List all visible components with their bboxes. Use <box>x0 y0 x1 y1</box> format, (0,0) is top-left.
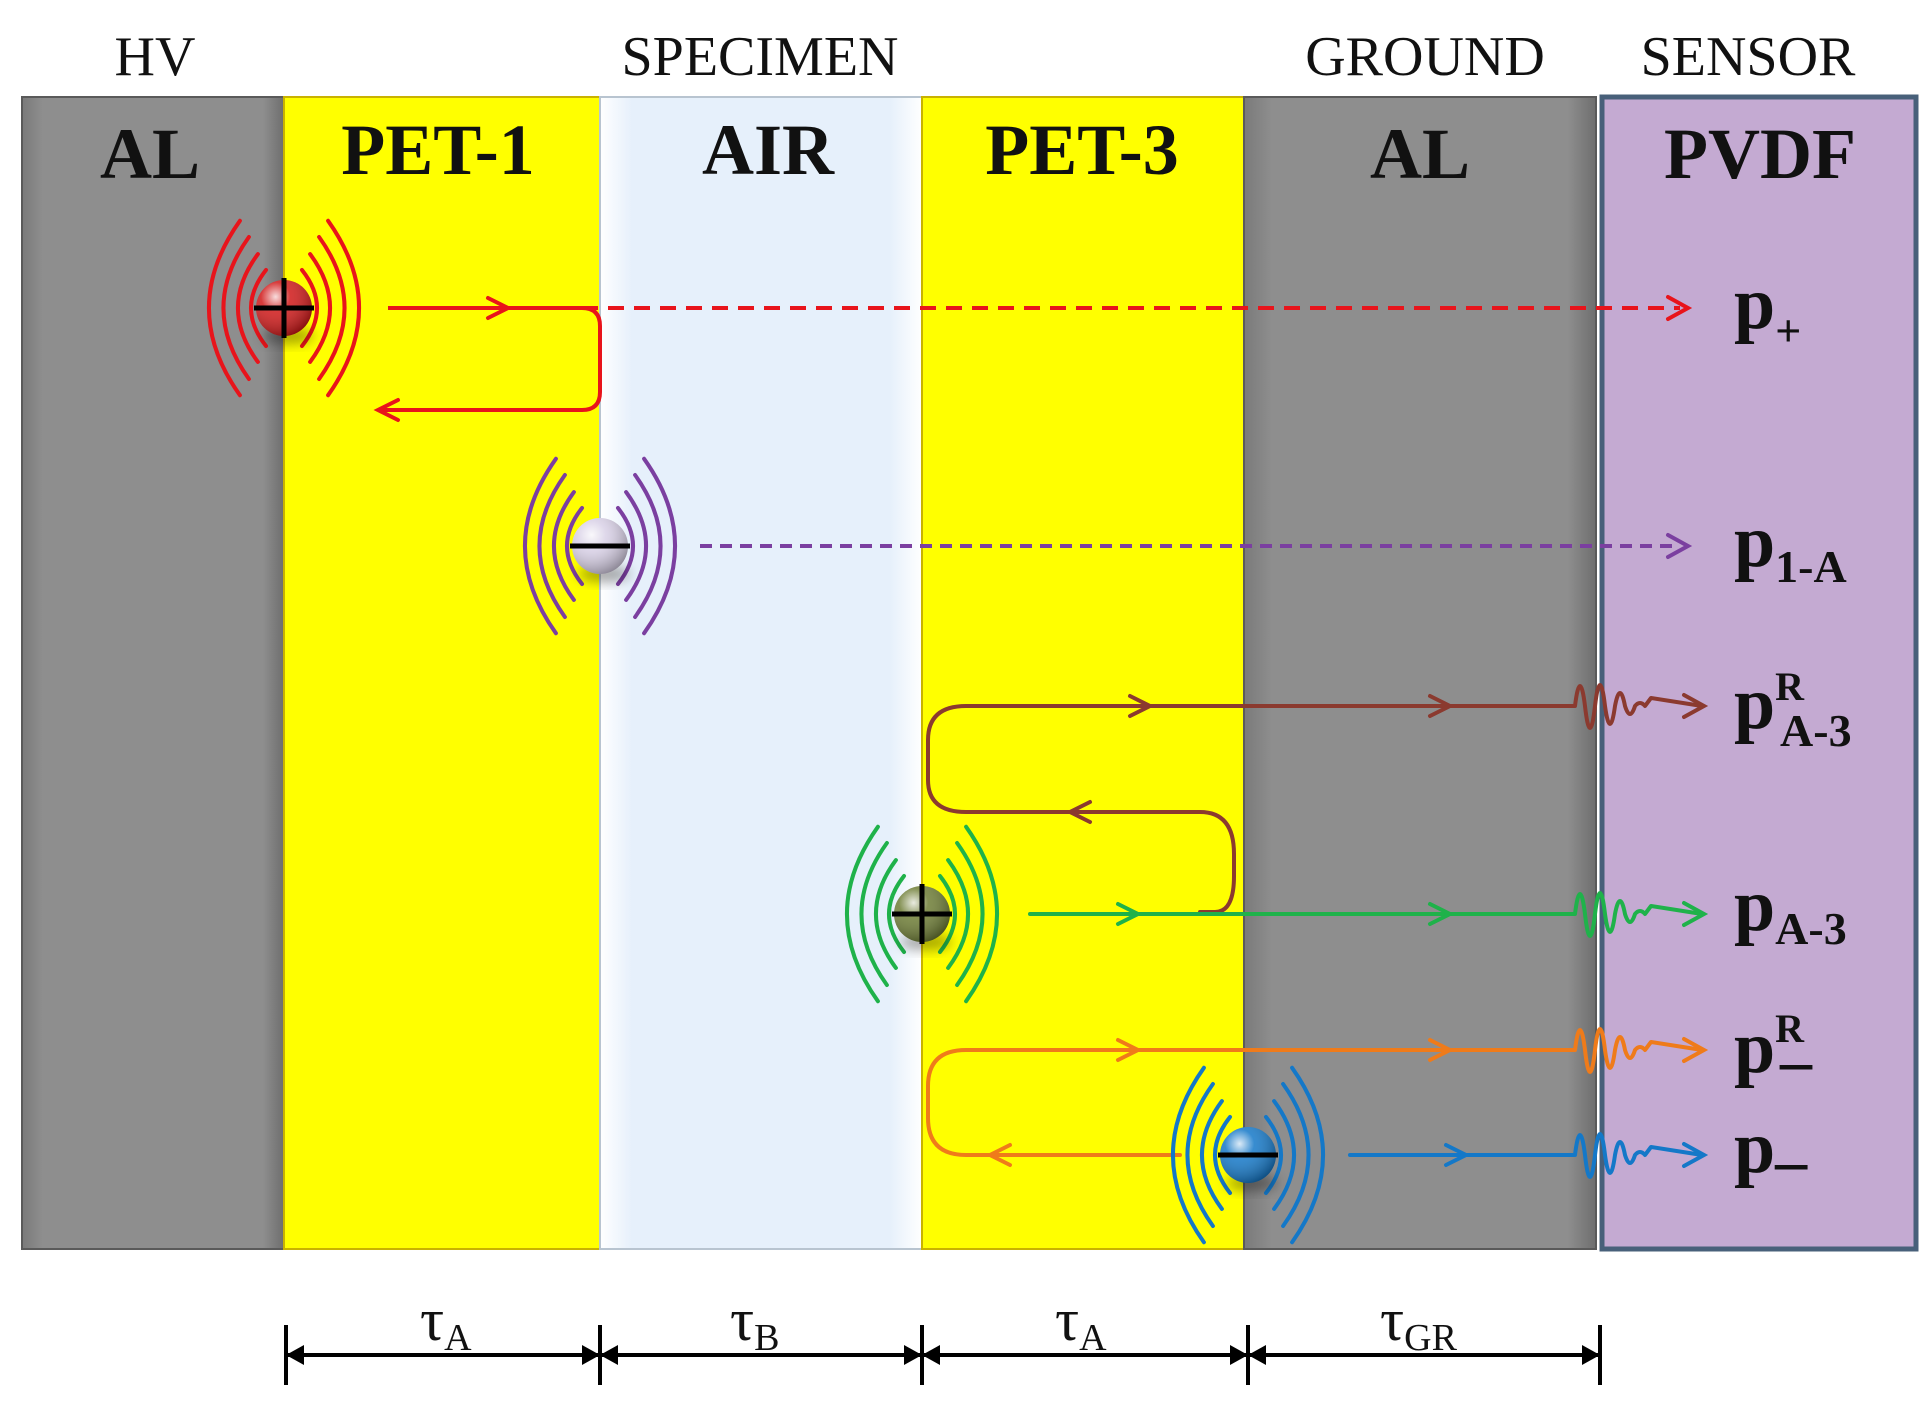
label-hv: HV <box>115 26 196 88</box>
layer-label-pet-3: PET-3 <box>985 110 1178 190</box>
signal-label-p-plus: p+ <box>1734 263 1801 356</box>
layer-air <box>599 96 923 1250</box>
wave-arc <box>1272 1099 1297 1211</box>
path-p-r-minus <box>926 1038 1542 1167</box>
tau-a-pet3: τA <box>1055 1287 1107 1359</box>
wave-arc <box>624 490 649 602</box>
wave-arc <box>207 218 242 398</box>
wavelet-trace <box>1540 1132 1703 1179</box>
wave-arc <box>551 490 576 602</box>
sensor-wavelets <box>1540 683 1709 1179</box>
wave-arc <box>873 858 898 970</box>
layer-pvdf <box>1599 94 1919 1252</box>
layer-label-pvdf: PVDF <box>1664 114 1856 194</box>
path-p-1a <box>700 533 1693 559</box>
layer-al-hv <box>21 96 285 1250</box>
tau-a-pet1: τA <box>420 1287 472 1359</box>
wave-arc <box>326 218 361 398</box>
wave-arc <box>859 841 889 987</box>
wave-arc <box>221 235 251 381</box>
wave-arc <box>523 456 558 636</box>
wavelet-arrowhead <box>1682 901 1709 927</box>
layer-pet-1 <box>283 96 601 1250</box>
wave-arc <box>633 473 663 619</box>
wave-arc <box>1199 1099 1224 1211</box>
wavelet-trace <box>1540 891 1703 938</box>
wave-arc <box>946 858 971 970</box>
sensor-wavelet-p-r-a3 <box>1540 683 1709 730</box>
charge-negative-pet1-air <box>523 456 677 636</box>
charges-layer <box>207 218 1325 1245</box>
wave-arc <box>1185 1082 1215 1228</box>
tau-gr-ground: τGR <box>1380 1287 1458 1359</box>
label-specimen: SPECIMEN <box>622 26 899 88</box>
wavelet-arrowhead <box>1682 1037 1709 1063</box>
wave-arc <box>1281 1082 1311 1228</box>
wave-arc <box>308 252 333 364</box>
layer-label-air: AIR <box>702 110 835 190</box>
sensor-wavelet-p-minus <box>1540 1132 1709 1179</box>
path-p-plus <box>378 306 1680 412</box>
layer-label-pet-1: PET-1 <box>341 110 534 190</box>
layer-label-al-hv: AL <box>100 114 200 194</box>
arrowheads-p-plus <box>373 295 1693 422</box>
wavelet-trace <box>1540 1027 1703 1074</box>
sensor-wavelet-p-a3 <box>1540 891 1709 938</box>
wavelet-arrowhead <box>1682 1142 1709 1168</box>
wave-arc <box>317 235 347 381</box>
wave-arc <box>249 268 268 348</box>
wave-arc <box>235 252 260 364</box>
signal-label-p-r-minus: pR– <box>1734 1006 1813 1096</box>
layer-al-ground <box>1243 96 1597 1250</box>
path-p-a3 <box>1028 902 1542 926</box>
wavelet-trace <box>1540 683 1703 730</box>
layer-pet-3 <box>921 96 1245 1250</box>
charge-negative-ground <box>1171 1065 1325 1245</box>
wave-arc <box>887 874 906 954</box>
signal-label-p-a3: pA-3 <box>1734 865 1847 954</box>
layer-stack <box>21 94 1919 1252</box>
wave-arc <box>955 841 985 987</box>
signal-label-p-1a: p1-A <box>1734 501 1847 592</box>
sensor-wavelet-p-r-minus <box>1540 1027 1709 1074</box>
wave-arc <box>964 824 999 1004</box>
path-p-minus <box>1348 1143 1542 1167</box>
wave-arc <box>642 456 677 636</box>
tau-b-air: τB <box>730 1287 779 1359</box>
label-ground: GROUND <box>1305 26 1545 88</box>
layer-label-al-ground: AL <box>1370 114 1470 194</box>
transit-time-scale: τA τB τA τGR <box>284 1287 1602 1385</box>
path-p-r-a3 <box>926 694 1542 914</box>
wave-arc <box>845 824 880 1004</box>
wave-arc <box>1213 1115 1232 1195</box>
wave-arc <box>565 506 584 586</box>
signal-label-p-minus: p– <box>1734 1107 1808 1196</box>
wave-arc <box>537 473 567 619</box>
charge-positive-hv <box>207 218 361 398</box>
wave-arc <box>1171 1065 1206 1245</box>
wavelet-arrowhead <box>1682 693 1709 719</box>
charge-positive-air-pet3 <box>845 824 999 1004</box>
wave-arc <box>1290 1065 1325 1245</box>
label-sensor: SENSOR <box>1641 26 1856 88</box>
